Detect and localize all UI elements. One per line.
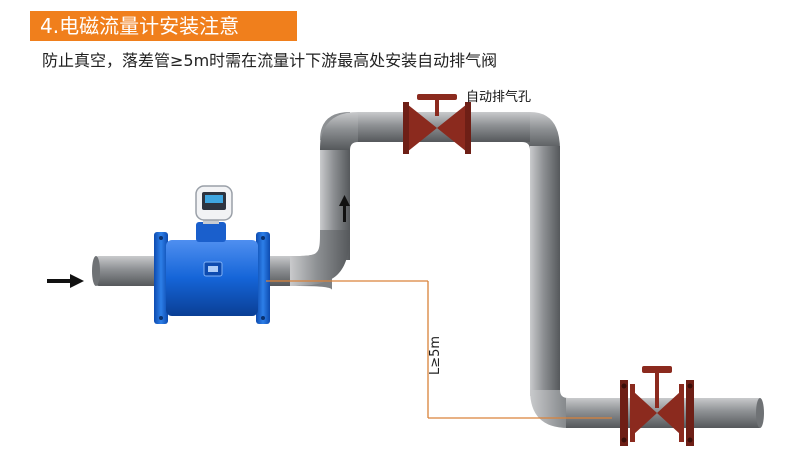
vent-valve xyxy=(403,94,471,154)
title-banner xyxy=(30,11,297,41)
vent-valve-label: 自动排气孔 xyxy=(466,90,532,105)
height-dimension-label: L≥5m xyxy=(428,335,444,376)
downcomer-pipe xyxy=(530,146,600,428)
page-subtitle: 防止真空，落差管≥5m时需在流量计下游最高处安装自动排气阀 xyxy=(42,51,498,70)
top-pipe xyxy=(320,112,560,150)
outlet-valve xyxy=(620,366,694,446)
electromagnetic-flowmeter xyxy=(154,185,270,324)
arrow-up-icon xyxy=(339,195,350,222)
page-title: 4.电磁流量计安装注意 xyxy=(40,14,240,38)
arrow-right-icon xyxy=(47,274,84,288)
height-dimension-line xyxy=(266,280,612,419)
